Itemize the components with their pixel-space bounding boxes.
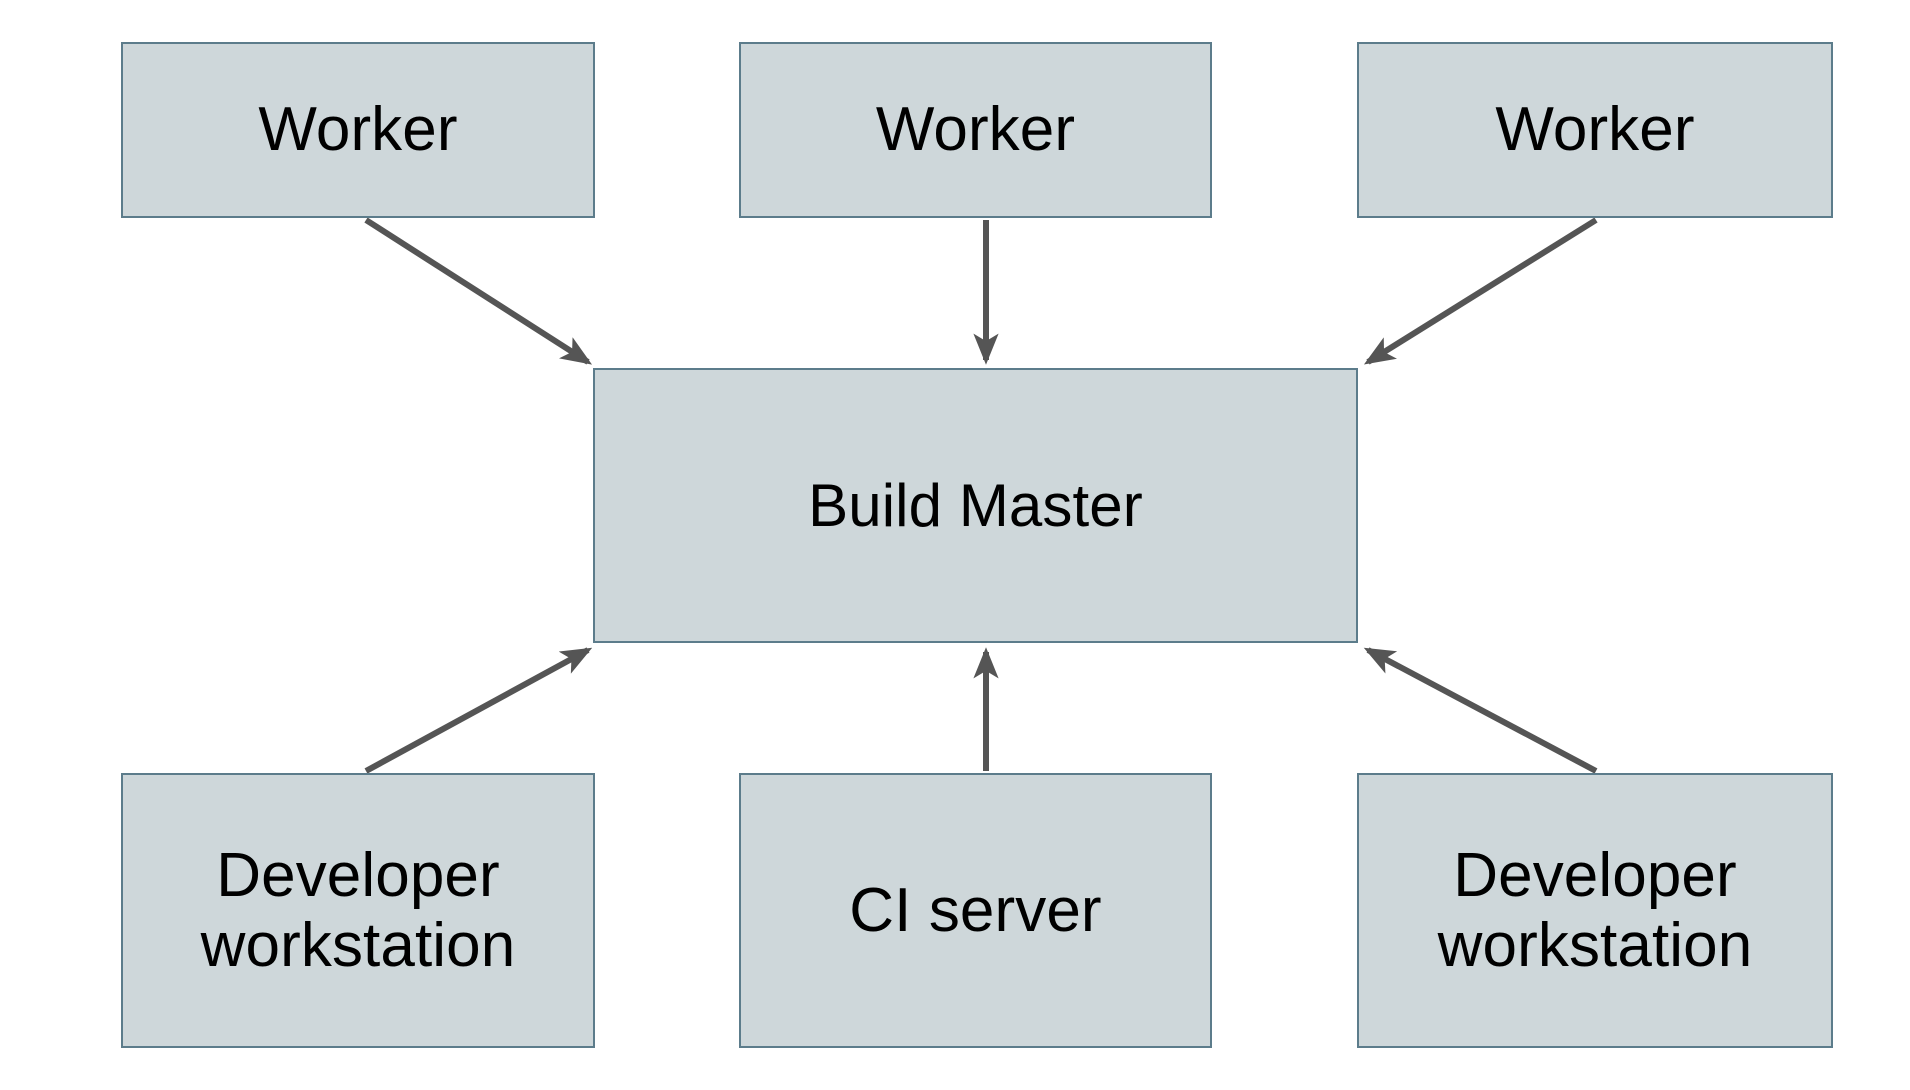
node-worker-3-label: Worker	[1495, 95, 1695, 165]
node-build-master[interactable]: Build Master	[593, 368, 1358, 643]
node-developer-workstation-right-label: Developer workstation	[1437, 841, 1753, 980]
node-worker-2[interactable]: Worker	[739, 42, 1212, 218]
edge-worker-1-to-build-master	[364, 217, 593, 365]
node-build-master-label: Build Master	[808, 471, 1143, 539]
edge-dev-workstation-left-to-build-master	[364, 647, 593, 774]
edge-dev-workstation-right-to-build-master	[1363, 647, 1598, 774]
node-developer-workstation-right[interactable]: Developer workstation	[1357, 773, 1833, 1048]
node-developer-workstation-left[interactable]: Developer workstation	[121, 773, 595, 1048]
node-ci-server-label: CI server	[849, 875, 1102, 945]
node-ci-server[interactable]: CI server	[739, 773, 1212, 1048]
node-worker-1-label: Worker	[258, 95, 458, 165]
node-worker-1[interactable]: Worker	[121, 42, 595, 218]
edge-worker-3-to-build-master	[1363, 217, 1598, 365]
node-worker-3[interactable]: Worker	[1357, 42, 1833, 218]
node-developer-workstation-left-label: Developer workstation	[200, 841, 516, 980]
node-worker-2-label: Worker	[875, 95, 1076, 165]
